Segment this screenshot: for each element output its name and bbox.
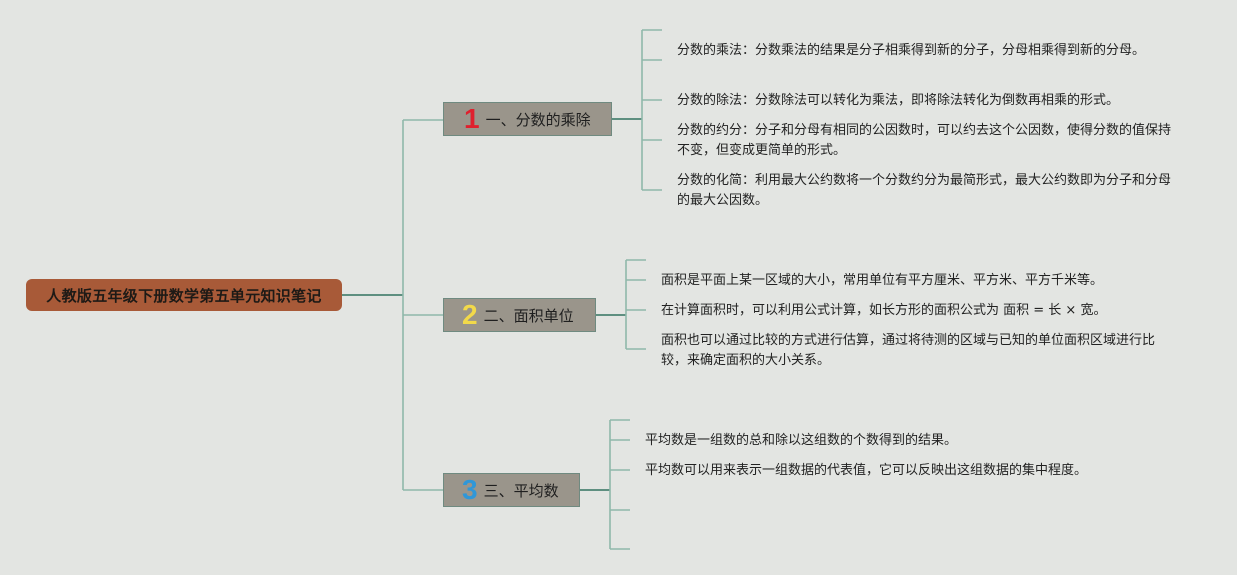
root-node[interactable]: 人教版五年级下册数学第五单元知识笔记 [26, 279, 342, 311]
topic-node-1[interactable]: 1 一、分数的乘除 [443, 102, 612, 136]
leaf-node[interactable]: 面积是平面上某一区域的大小，常用单位有平方厘米、平方米、平方千米等。 [661, 273, 1104, 288]
leaf-node[interactable]: 分数的化简：利用最大公约数将一个分数约分为最简形式，最大公约数即为分子和分母的最… [677, 173, 1172, 208]
topic-label-1: 一、分数的乘除 [485, 110, 591, 129]
root-title: 人教版五年级下册数学第五单元知识笔记 [46, 286, 322, 305]
topic-node-3[interactable]: 3 三、平均数 [443, 473, 580, 507]
topic-node-2[interactable]: 2 二、面积单位 [443, 298, 596, 332]
topic-number-1: 1 [464, 103, 480, 134]
topic-label-2: 二、面积单位 [483, 306, 574, 325]
topic-number-3: 3 [462, 474, 478, 505]
topic-label-3: 三、平均数 [483, 481, 559, 500]
leaf-node[interactable]: 分数的乘法：分数乘法的结果是分子相乘得到新的分子，分母相乘得到新的分母。 [677, 43, 1146, 58]
leaf-node[interactable]: 平均数可以用来表示一组数据的代表值，它可以反映出这组数据的集中程度。 [645, 463, 1088, 478]
leaf-node[interactable]: 分数的约分：分子和分母有相同的公因数时，可以约去这个公因数，使得分数的值保持不变… [677, 123, 1172, 158]
leaf-node[interactable]: 面积也可以通过比较的方式进行估算，通过将待测的区域与已知的单位面积区域进行比较，… [661, 333, 1156, 368]
leaf-node[interactable]: 分数的除法：分数除法可以转化为乘法，即将除法转化为倒数再相乘的形式。 [677, 93, 1120, 108]
leaf-node[interactable]: 平均数是一组数的总和除以这组数的个数得到的结果。 [645, 433, 958, 448]
topic-number-2: 2 [462, 299, 478, 330]
leaf-node[interactable]: 在计算面积时，可以利用公式计算，如长方形的面积公式为 面积 = 长 × 宽。 [661, 303, 1107, 318]
